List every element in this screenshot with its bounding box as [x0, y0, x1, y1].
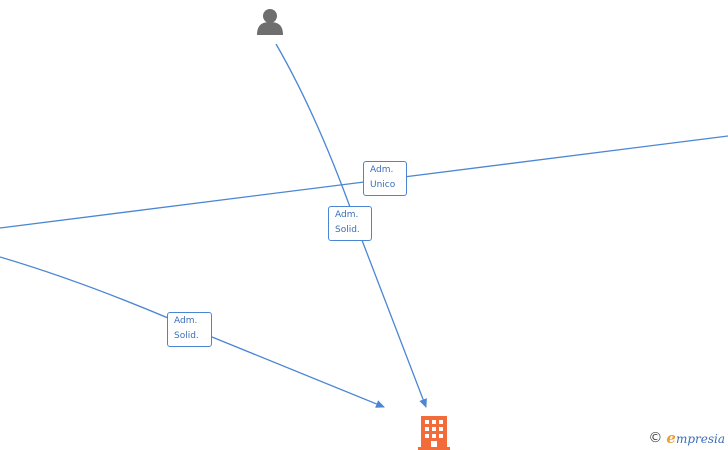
edge-label-adm-unico[interactable]: Adm. Unico [363, 161, 407, 196]
brand-initial: e [666, 428, 676, 447]
building-icon[interactable] [418, 416, 450, 450]
brand-name: mpresia [675, 431, 725, 446]
edge-label-line1: Adm. [174, 316, 198, 326]
edge-label-line1: Adm. [370, 165, 394, 175]
person-icon[interactable] [257, 9, 283, 35]
edge-label-line2: Unico [370, 180, 396, 190]
empresia-watermark[interactable]: © empresia [648, 430, 725, 447]
brand-logo: empresia [666, 430, 725, 447]
edge-label-adm-solid-person[interactable]: Adm. Solid. [328, 206, 372, 241]
edge-label-line2: Solid. [174, 331, 199, 341]
copyright-symbol: © [648, 430, 663, 446]
edge-label-adm-solid-left[interactable]: Adm. Solid. [167, 312, 212, 347]
edge-label-line2: Solid. [335, 225, 360, 235]
edge-label-line1: Adm. [335, 210, 359, 220]
